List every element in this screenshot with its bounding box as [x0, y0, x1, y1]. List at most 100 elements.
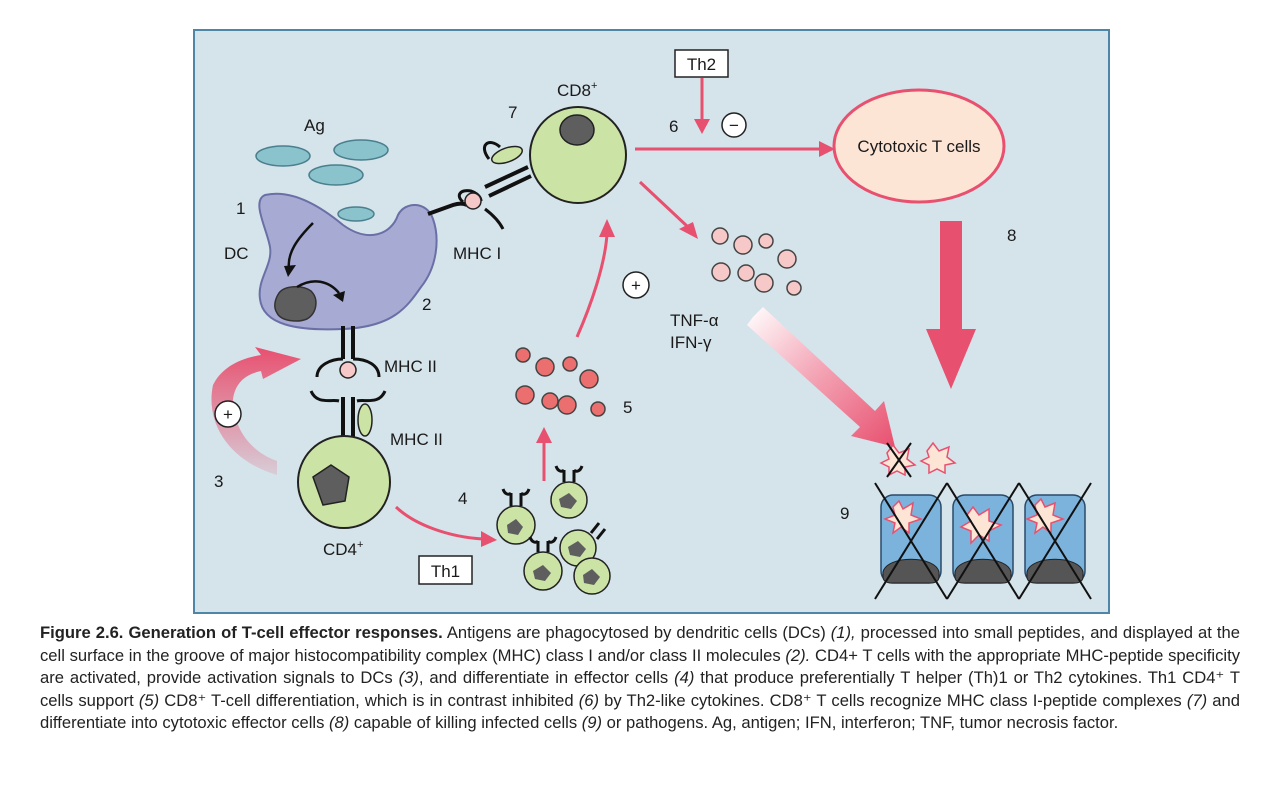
cytokine — [515, 385, 535, 405]
effector-cell-cluster — [496, 465, 611, 595]
cd8-to-cytotoxic-arrowhead — [819, 141, 835, 157]
cd8-label: CD8+ — [557, 80, 597, 100]
th2-label: Th2 — [687, 55, 716, 74]
antigen — [337, 206, 375, 222]
effector-cell — [496, 488, 536, 545]
caption-text: processed into small peptides, and displ… — [40, 623, 1240, 665]
cytokine — [786, 280, 802, 296]
cross-icon — [946, 482, 1020, 600]
cd4-superscript: + — [357, 539, 363, 551]
th2-box — [674, 49, 729, 78]
cytokines-to-cd8-arrow — [575, 233, 609, 338]
killed-target-cells — [874, 441, 1092, 600]
caption-ref: (7) — [1186, 690, 1208, 710]
inhibition-circle — [721, 112, 747, 138]
plus-sign: + — [223, 405, 233, 424]
step-number-5: 5 — [623, 398, 632, 417]
cytokine — [711, 262, 731, 282]
cd4-to-effector-arrow — [394, 505, 484, 541]
mhc2-peptide — [339, 361, 357, 379]
caption-text: that produce preferentially T helper (Th… — [40, 668, 1240, 710]
cd8-coreceptor — [491, 145, 523, 165]
step-number-3: 3 — [214, 472, 223, 491]
cytotoxic-killing-arrow — [926, 221, 976, 389]
cytokine — [777, 249, 797, 269]
effector-cell — [559, 522, 607, 567]
step-number-2: 2 — [422, 295, 431, 314]
cross-icon — [886, 442, 912, 478]
effector-to-cytokines-arrowhead — [536, 427, 552, 443]
cd8-to-cytokines-arrow — [638, 180, 690, 229]
caption-text: CD8⁺ T-cell differentiation, which is in… — [159, 690, 579, 710]
processing-arrow — [287, 222, 314, 270]
caption-ref: (3) — [398, 668, 419, 688]
activation-circle — [622, 271, 650, 299]
explosion-icon — [1024, 497, 1066, 535]
antigen-group — [255, 139, 389, 222]
cd4-to-dc-feedback-arrow — [211, 347, 301, 475]
cd8-superscript: + — [591, 80, 597, 92]
cd4-nucleus — [312, 464, 350, 506]
caption-text: , and differentiate in effector cells — [418, 668, 675, 688]
diagram-canvas: Th2 − Cytotoxic T cells TNF-α IFN-γ — [193, 29, 1110, 614]
cytotoxic-label: Cytotoxic T cells — [857, 137, 980, 156]
target-cell — [946, 482, 1020, 600]
caption-text: CD4+ T cells with the appropriate MHC-pe… — [40, 645, 1240, 688]
cd4-label: CD4+ — [323, 539, 363, 559]
explosion-icon — [959, 505, 1003, 545]
cytokine — [590, 401, 606, 417]
caption-ref: (2). — [785, 645, 811, 665]
cd4-coreceptor — [357, 403, 373, 437]
cd8-nucleus — [559, 114, 595, 146]
cytokine-killing-arrow — [747, 307, 895, 447]
cytokine — [754, 273, 774, 293]
caption-ref: (1), — [830, 623, 856, 642]
mhc1-peptide — [464, 192, 482, 210]
caption-ref: (5) — [138, 690, 160, 710]
activation-circle — [214, 400, 242, 428]
antigen — [308, 164, 364, 186]
caption-ref: (8) — [329, 713, 350, 733]
step-number-9: 9 — [840, 504, 849, 523]
ag-label: Ag — [304, 116, 325, 135]
cd8-tcr — [484, 165, 532, 198]
cytokine — [711, 227, 729, 245]
pathogen-explosion-icon — [919, 441, 957, 475]
caption-ref: (6) — [578, 690, 600, 710]
effector-cell — [550, 465, 588, 519]
target-cell — [1018, 482, 1092, 600]
dc-label: DC — [224, 244, 249, 263]
cytokines-to-cd8-arrowhead — [599, 219, 615, 237]
cytokine — [515, 347, 531, 363]
cytokine — [562, 356, 578, 372]
ifn-label: IFN-γ — [670, 333, 712, 352]
step-number-6: 6 — [669, 117, 678, 136]
effector-cell — [573, 557, 611, 595]
tnf-label: TNF-α — [670, 311, 719, 330]
th1-cytokines — [515, 347, 606, 417]
explosion-icon — [882, 499, 924, 535]
mhc-class-1-complex — [427, 141, 532, 230]
step-number-4: 4 — [458, 489, 467, 508]
cd4-to-effector-arrowhead — [481, 531, 497, 547]
cd8-to-cytokines-arrowhead — [679, 222, 698, 239]
cytokine — [733, 235, 753, 255]
caption-text: Antigens are phagocytosed by dendritic c… — [442, 623, 831, 642]
cytokine — [557, 395, 577, 415]
mhc2-top-label: MHC II — [384, 357, 437, 376]
processing-arrowhead — [333, 291, 345, 302]
minus-sign: − — [729, 116, 739, 135]
cd8-t-cell — [529, 106, 627, 204]
effector-cell — [523, 536, 563, 591]
mhc2-bottom-label: MHC II — [390, 430, 443, 449]
caption-title: Figure 2.6. Generation of T-cell effecto… — [40, 623, 443, 642]
mhc1-label: MHC I — [453, 244, 501, 263]
caption-ref: (4) — [674, 668, 695, 688]
cytokine — [758, 233, 774, 249]
cross-icon — [874, 482, 948, 600]
th2-arrowhead — [694, 119, 710, 134]
cytotoxic-t-cells — [832, 88, 1006, 204]
step-number-8: 8 — [1007, 226, 1016, 245]
caption-text: by Th2-like cytokines. CD8⁺ T cells reco… — [599, 690, 1187, 710]
figure-caption: Figure 2.6. Generation of T-cell effecto… — [40, 622, 1240, 735]
